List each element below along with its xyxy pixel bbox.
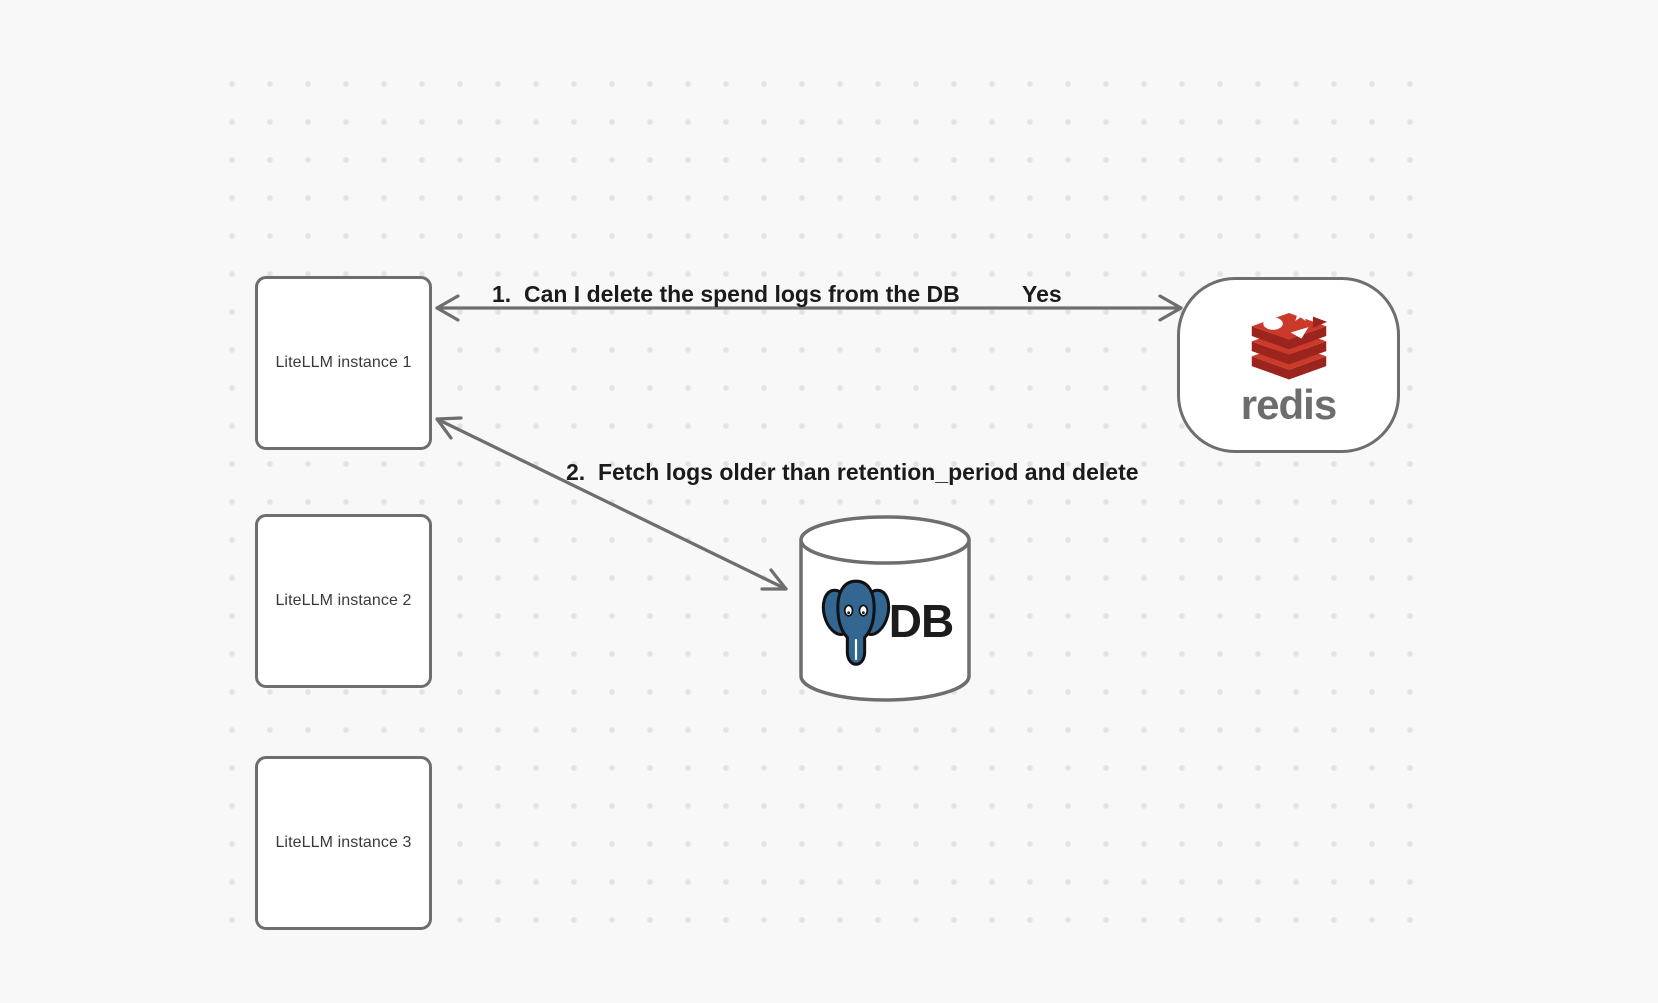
arrow-instance1-redis[interactable] [435, 294, 1183, 322]
node-label: LiteLLM instance 3 [275, 834, 412, 851]
redis-stack-icon [1251, 304, 1327, 379]
node-database[interactable]: DB [798, 514, 972, 704]
arrow-instance1-db[interactable] [435, 416, 788, 591]
edge-label-yes-response[interactable]: Yes [1022, 281, 1062, 307]
node-litellm-instance-1[interactable]: LiteLLM instance 1 [255, 276, 432, 450]
edge-label-fetch-logs[interactable]: 2. Fetch logs older than retention_perio… [566, 459, 1139, 485]
node-label: LiteLLM instance 2 [275, 592, 412, 609]
node-label: LiteLLM instance 1 [275, 354, 412, 371]
postgresql-elephant-icon [821, 579, 890, 666]
node-litellm-instance-3[interactable]: LiteLLM instance 3 [255, 756, 432, 930]
redis-wordmark: redis [1240, 380, 1337, 428]
db-node-label: DB [888, 595, 954, 647]
edge-label-delete-spend-logs[interactable]: 1. Can I delete the spend logs from the … [492, 281, 960, 307]
node-litellm-instance-2[interactable]: LiteLLM instance 2 [255, 514, 432, 688]
node-redis[interactable]: redis [1177, 277, 1400, 453]
